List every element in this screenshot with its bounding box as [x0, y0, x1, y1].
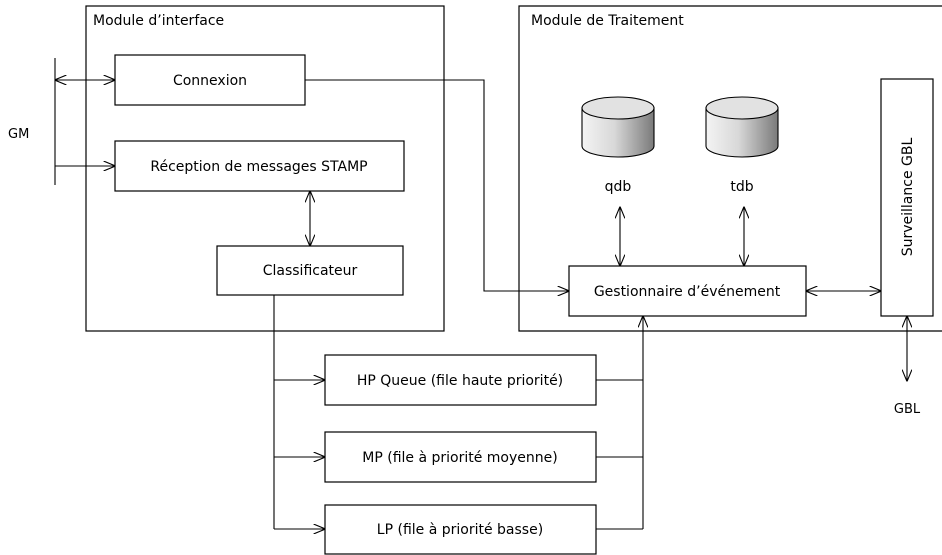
hp-queue-box[interactable]: HP Queue (file haute priorité) — [324, 354, 597, 406]
lp-queue-label: LP (file à priorité basse) — [377, 522, 543, 538]
lp-queue-box[interactable]: LP (file à priorité basse) — [324, 504, 597, 555]
interface-module-frame — [85, 5, 445, 332]
gm-label: GM — [8, 127, 29, 142]
connexion-gestionnaire-arrow — [305, 79, 569, 291]
gestionnaire-box[interactable]: Gestionnaire d’événement — [568, 265, 807, 317]
gestionnaire-label: Gestionnaire d’événement — [594, 284, 781, 300]
reception-box[interactable]: Réception de messages STAMP — [114, 140, 405, 192]
tdb-label: tdb — [730, 179, 753, 195]
surveillance-gbl-box[interactable]: Surveillance GBL — [880, 78, 934, 317]
reception-label: Réception de messages STAMP — [150, 159, 367, 175]
traitement-module-frame — [518, 5, 942, 332]
tdb-database-icon — [705, 96, 779, 158]
mp-queue-label: MP (file à priorité moyenne) — [362, 450, 557, 466]
qdb-database-icon — [581, 96, 655, 158]
interface-module-title: Module d’interface — [93, 13, 224, 29]
surveillance-gbl-label: Surveillance GBL — [900, 138, 916, 257]
connexion-box[interactable]: Connexion — [114, 54, 306, 106]
traitement-module-title: Module de Traitement — [531, 13, 684, 29]
hp-queue-label: HP Queue (file haute priorité) — [357, 373, 563, 389]
gbl-label: GBL — [894, 402, 921, 417]
classificateur-box[interactable]: Classificateur — [216, 245, 404, 296]
mp-queue-box[interactable]: MP (file à priorité moyenne) — [324, 431, 597, 483]
classificateur-label: Classificateur — [263, 263, 358, 279]
connexion-label: Connexion — [173, 73, 247, 89]
qdb-label: qdb — [605, 179, 632, 195]
